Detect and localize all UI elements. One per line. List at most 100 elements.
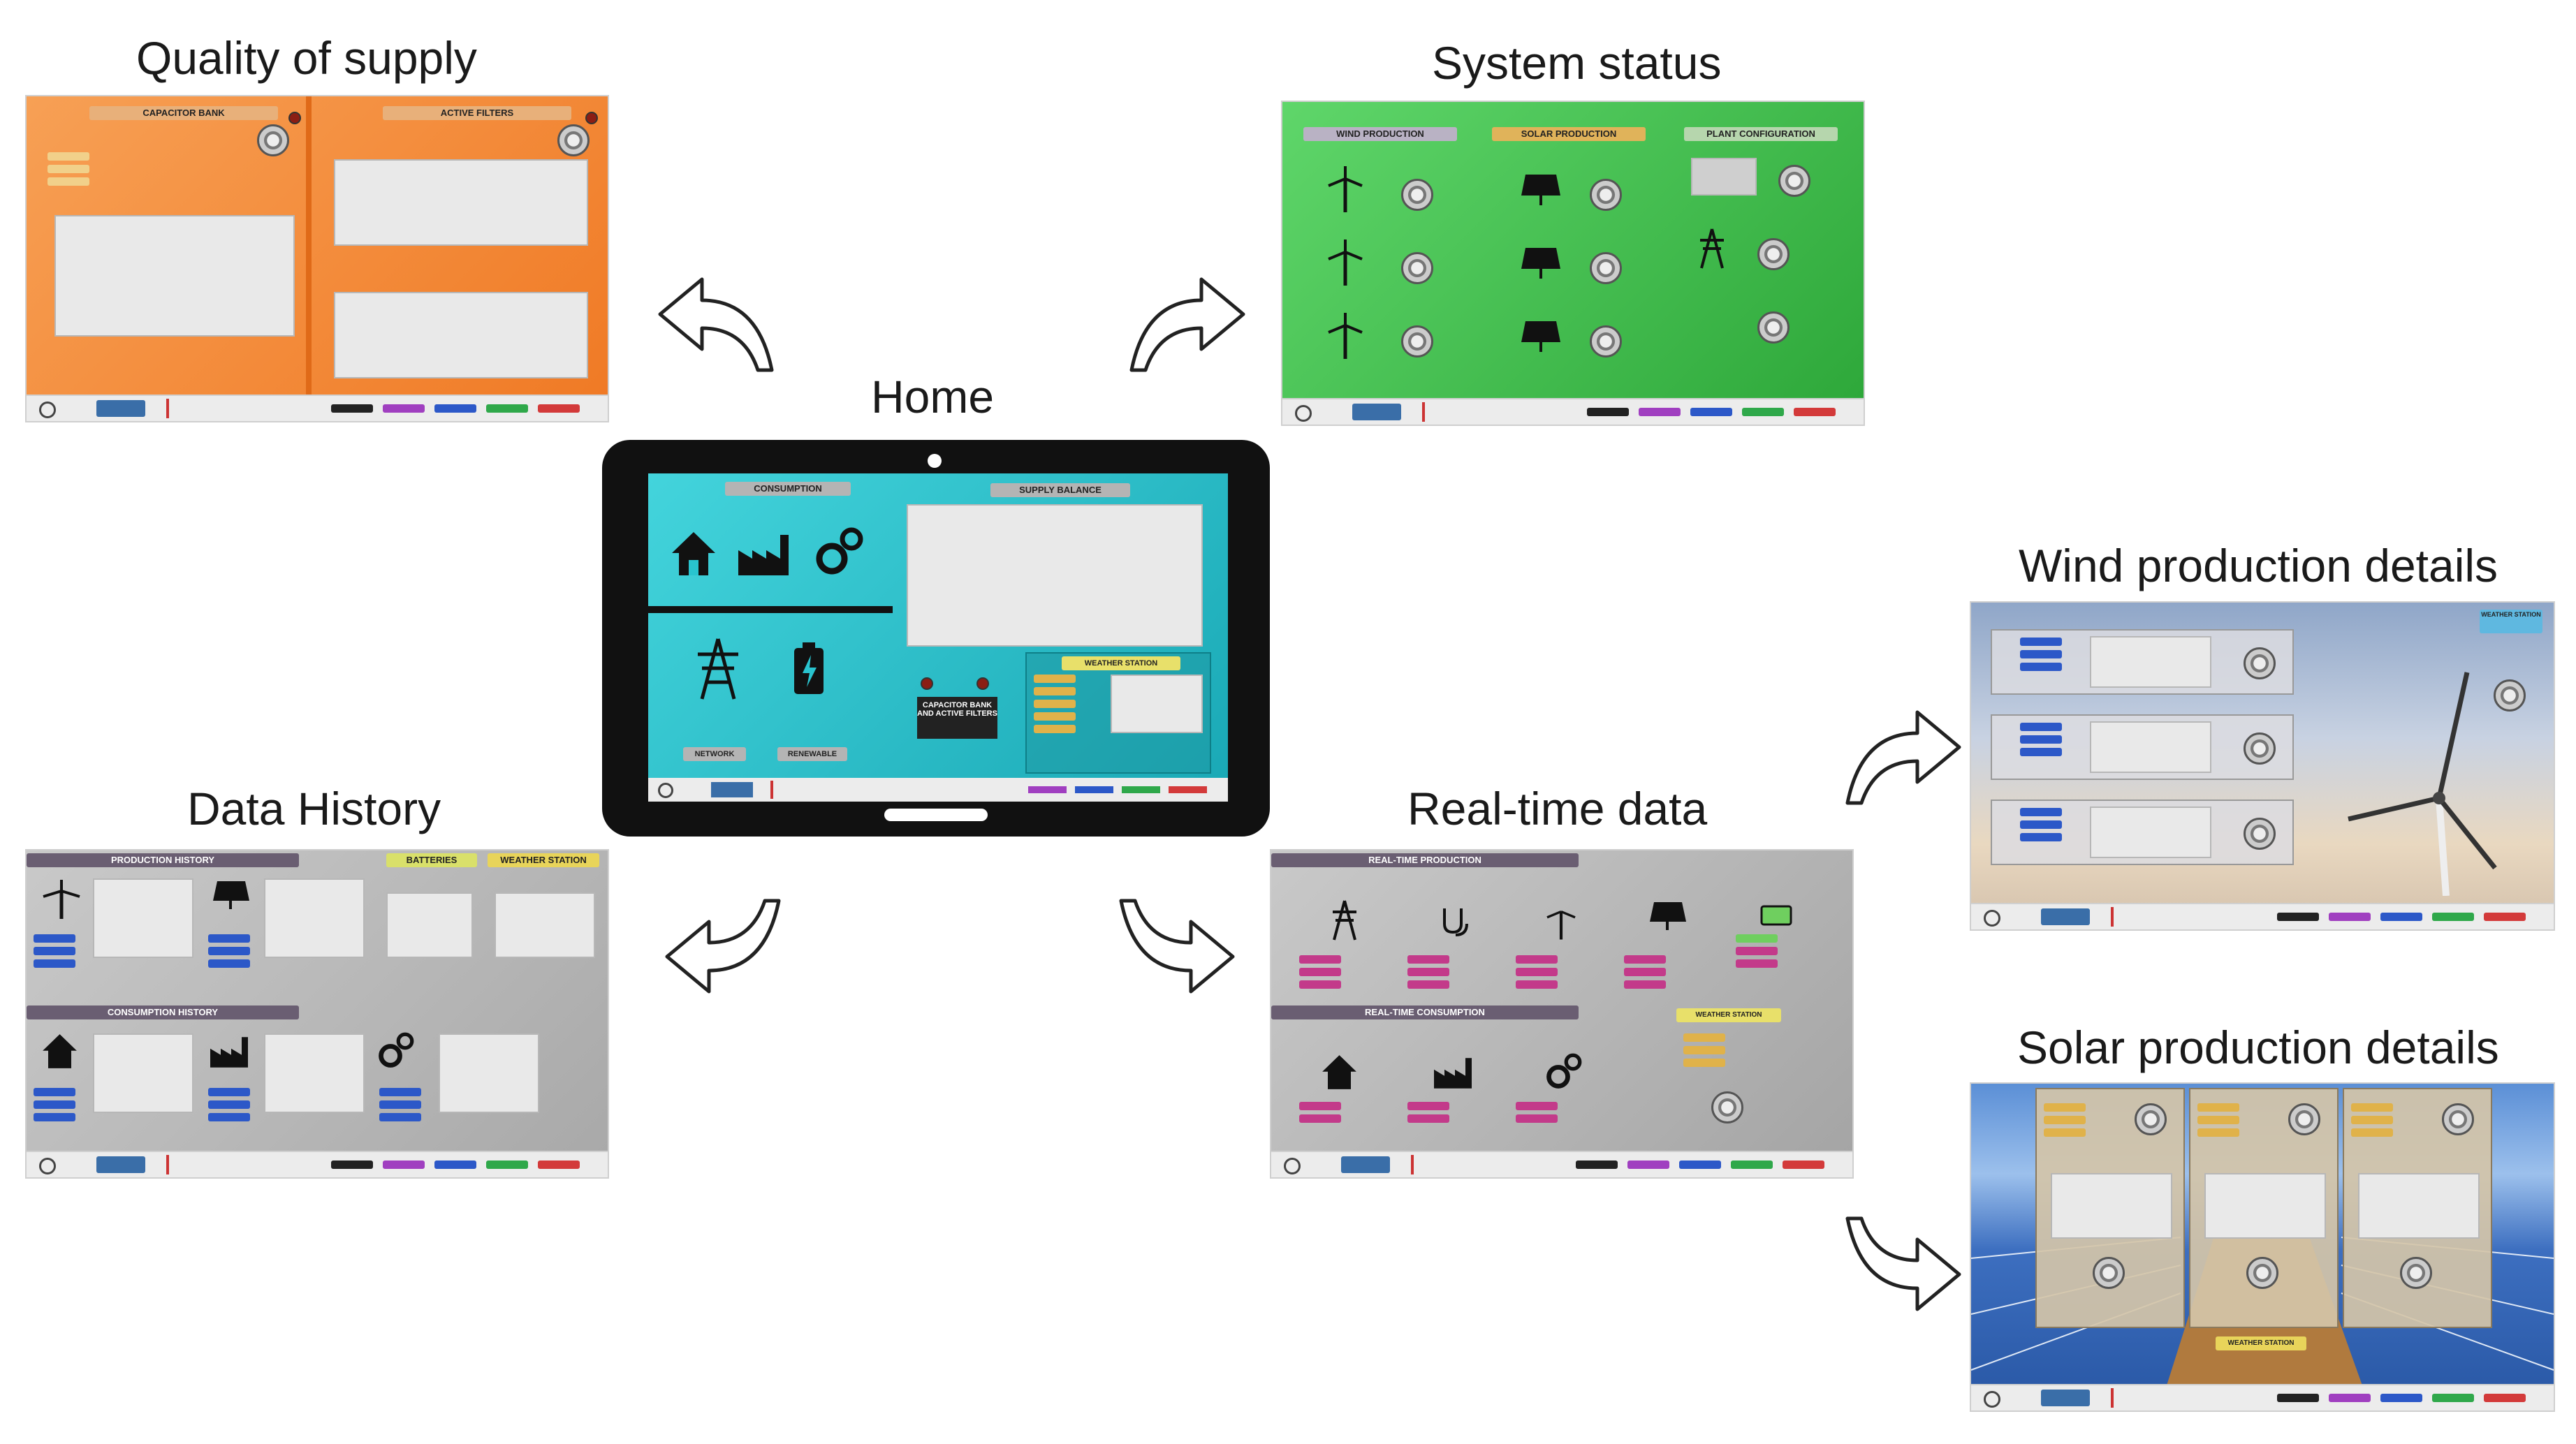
capacitor-knob-icon[interactable]	[257, 124, 289, 156]
navigation-chips[interactable]	[1028, 786, 1207, 793]
nav-chip[interactable]	[1122, 786, 1160, 793]
nav-chip[interactable]	[538, 1161, 580, 1169]
weather-station-history-header: WEATHER STATION	[488, 853, 599, 867]
wind-knob-icon[interactable]	[1401, 179, 1433, 211]
clock-icon	[39, 401, 56, 418]
nav-chip[interactable]	[383, 404, 425, 413]
nav-chip[interactable]	[486, 404, 528, 413]
wind-knob-icon[interactable]	[2244, 818, 2276, 850]
supply-balance-chart	[907, 504, 1203, 647]
clock-icon	[39, 1158, 56, 1174]
wind-weather-station-button[interactable]: WEATHER STATION	[2480, 610, 2542, 633]
power-tower-icon	[1700, 228, 1724, 269]
nav-chip[interactable]	[331, 404, 373, 413]
title-solar-production-details: Solar production details	[2017, 1022, 2499, 1073]
solar-knob-icon[interactable]	[1590, 179, 1622, 211]
navigation-chips[interactable]	[331, 404, 580, 413]
solar-knob-icon[interactable]	[1590, 252, 1622, 284]
title-system-status: System status	[1432, 37, 1722, 89]
capacitor-button-group[interactable]	[47, 152, 89, 186]
nav-chip[interactable]	[486, 1161, 528, 1169]
tablet-camera	[928, 454, 942, 468]
panel-footer	[27, 395, 608, 421]
gears-icon	[379, 1032, 414, 1068]
supply-balance-header: SUPPLY BALANCE	[990, 483, 1130, 497]
university-logo	[2041, 908, 2090, 925]
navigation-chips[interactable]	[1576, 1161, 1824, 1169]
tablet-screen: CONSUMPTION SUPPLY BALANCE NETWORK RENEW…	[648, 473, 1228, 802]
solar-production-details-screenshot: WEATHER STATION	[1971, 1084, 2554, 1410]
university-logo	[1341, 1156, 1390, 1173]
university-logo	[2041, 1390, 2090, 1406]
nav-chip[interactable]	[2484, 1394, 2526, 1402]
nav-chip[interactable]	[2432, 913, 2474, 921]
nav-chip[interactable]	[2329, 913, 2371, 921]
wind-turbine-icon	[2348, 672, 2497, 896]
nav-chip[interactable]	[2380, 1394, 2422, 1402]
nav-chip[interactable]	[2432, 1394, 2474, 1402]
nav-chip[interactable]	[1169, 786, 1207, 793]
nav-chip[interactable]	[383, 1161, 425, 1169]
nav-chip[interactable]	[2329, 1394, 2371, 1402]
nav-chip[interactable]	[1783, 1161, 1824, 1169]
wind-turbine-icon	[1328, 240, 1363, 286]
power-tower-icon	[1333, 900, 1356, 941]
nav-chip[interactable]	[1587, 408, 1629, 416]
university-logo	[1352, 404, 1401, 420]
nav-chip[interactable]	[331, 1161, 373, 1169]
nav-chip[interactable]	[2277, 1394, 2319, 1402]
solar-column	[2035, 1088, 2185, 1328]
navigation-chips[interactable]	[331, 1161, 580, 1169]
home-tablet: CONSUMPTION SUPPLY BALANCE NETWORK RENEW…	[602, 440, 1270, 837]
factory-icon	[738, 535, 789, 575]
capacitor-filters-box[interactable]: CAPACITOR BANK AND ACTIVE FILTERS	[917, 697, 997, 739]
wind-turbine-icon	[1328, 166, 1363, 212]
factory-icon	[1434, 1058, 1472, 1089]
solar-knob-icon[interactable]	[2442, 1103, 2474, 1135]
nav-chip[interactable]	[1742, 408, 1784, 416]
plant-knob-icon[interactable]	[1778, 165, 1810, 197]
filters-knob-icon[interactable]	[557, 124, 590, 156]
wind-knob-icon[interactable]	[2244, 647, 2276, 679]
nav-chip[interactable]	[1794, 408, 1836, 416]
navigation-chips[interactable]	[2277, 913, 2526, 921]
plant-configuration-header: PLANT CONFIGURATION	[1684, 127, 1838, 141]
solar-knob-icon[interactable]	[2135, 1103, 2167, 1135]
solar-knob-icon[interactable]	[1590, 325, 1622, 358]
plant-knob-icon[interactable]	[1757, 238, 1790, 270]
power-tower-icon	[698, 638, 738, 700]
panel-footer	[1271, 1151, 1852, 1177]
navigation-chips[interactable]	[2277, 1394, 2526, 1402]
nav-chip[interactable]	[2484, 913, 2526, 921]
wind-turbine-icon	[1328, 313, 1363, 359]
navigation-chips[interactable]	[1587, 408, 1836, 416]
nav-chip[interactable]	[1627, 1161, 1669, 1169]
wind-knob-icon[interactable]	[2244, 732, 2276, 765]
nav-chip[interactable]	[2277, 913, 2319, 921]
title-quality-of-supply: Quality of supply	[136, 32, 477, 84]
nav-chip[interactable]	[1576, 1161, 1618, 1169]
nav-chip[interactable]	[2380, 913, 2422, 921]
nav-chip[interactable]	[1731, 1161, 1773, 1169]
nav-chip[interactable]	[1679, 1161, 1721, 1169]
nav-chip[interactable]	[538, 404, 580, 413]
nav-chip[interactable]	[1075, 786, 1113, 793]
lab-logo	[2111, 907, 2149, 927]
nav-chip[interactable]	[1028, 786, 1067, 793]
arrow-to-quality	[658, 277, 774, 372]
nav-chip[interactable]	[1690, 408, 1732, 416]
nav-chip[interactable]	[1639, 408, 1681, 416]
clock-icon	[1984, 910, 2000, 927]
batteries-header: BATTERIES	[386, 853, 477, 867]
lab-logo	[2111, 1388, 2149, 1408]
plant-knob-icon[interactable]	[1757, 311, 1790, 344]
status-led-icon	[288, 112, 301, 124]
university-logo	[711, 782, 753, 797]
tablet-home-bar[interactable]	[884, 809, 988, 821]
nav-chip[interactable]	[434, 404, 476, 413]
solar-column	[2189, 1088, 2339, 1328]
nav-chip[interactable]	[434, 1161, 476, 1169]
wind-knob-icon[interactable]	[1401, 252, 1433, 284]
solar-knob-icon[interactable]	[2288, 1103, 2320, 1135]
wind-knob-icon[interactable]	[1401, 325, 1433, 358]
